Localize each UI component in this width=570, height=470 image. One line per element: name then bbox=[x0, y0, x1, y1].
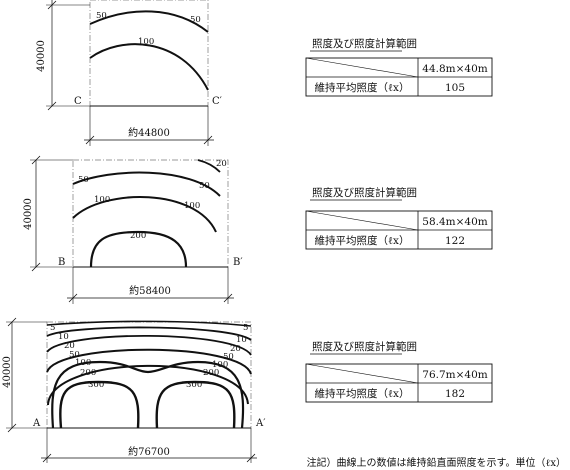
contour-100-a bbox=[47, 364, 249, 406]
panel-b: 40000 約58400 B B′ 20 50 50 100 100 200 bbox=[23, 155, 243, 304]
contour-label-a: 300 bbox=[186, 380, 202, 390]
average-value-a: 182 bbox=[445, 388, 465, 400]
contour-5-a bbox=[46, 320, 252, 327]
contour-label-a: 300 bbox=[88, 380, 104, 390]
point-c: C bbox=[74, 96, 82, 107]
contour-label-a: 200 bbox=[80, 368, 96, 378]
contour-label-b: 50 bbox=[78, 175, 89, 185]
contour-label-a: 5 bbox=[50, 323, 55, 333]
contour-label-a: 20 bbox=[64, 341, 75, 351]
contour-50-c bbox=[89, 10, 209, 33]
point-b: B bbox=[58, 257, 65, 268]
footnote: 注記）曲線上の数値は維持鉛直面照度を示す。単位（ℓx） bbox=[307, 456, 566, 469]
contour-20-b bbox=[197, 159, 221, 173]
table-title-b: 照度及び照度計算範囲 bbox=[312, 186, 417, 199]
illuminance-table-a: 照度及び照度計算範囲 76.7m×40m 維持平均照度（ℓx） 182 bbox=[305, 340, 493, 403]
contour-50-b bbox=[72, 171, 221, 197]
illuminance-table-c: 照度及び照度計算範囲 44.8m×40m 維持平均照度（ℓx） 105 bbox=[305, 37, 493, 97]
calc-area-b bbox=[72, 159, 229, 268]
contour-label-a: 100 bbox=[212, 360, 228, 370]
contour-100-c bbox=[89, 43, 209, 91]
contour-label-c: 50 bbox=[96, 11, 107, 21]
point-b-prime: B′ bbox=[233, 257, 243, 268]
contour-label-b: 200 bbox=[130, 231, 146, 241]
contour-300-left-a bbox=[59, 380, 140, 429]
point-c-prime: C′ bbox=[212, 96, 223, 107]
contour-20-a bbox=[46, 334, 252, 356]
contour-label-a: 20 bbox=[230, 344, 241, 354]
contour-label-c: 100 bbox=[138, 37, 154, 47]
contour-10-a bbox=[46, 326, 252, 341]
average-value-c: 105 bbox=[445, 82, 465, 94]
range-value-b: 58.4m×40m bbox=[422, 216, 487, 228]
contour-label-a: 200 bbox=[203, 368, 219, 378]
contour-label-a: 10 bbox=[58, 332, 69, 342]
width-dimension-b: 約58400 bbox=[129, 284, 171, 297]
average-value-b: 122 bbox=[445, 235, 465, 247]
range-value-c: 44.8m×40m bbox=[422, 63, 487, 75]
width-dimension-a: 約76700 bbox=[128, 445, 170, 458]
table-title-c: 照度及び照度計算範囲 bbox=[312, 37, 417, 50]
height-dimension-b: 40000 bbox=[23, 198, 34, 230]
contour-label-b: 100 bbox=[184, 201, 200, 211]
width-dimension-c: 約44800 bbox=[128, 126, 170, 139]
contour-50-a bbox=[46, 348, 252, 375]
contour-label-b: 50 bbox=[199, 181, 210, 191]
contour-200-b bbox=[89, 230, 188, 268]
table-title-a: 照度及び照度計算範囲 bbox=[312, 340, 417, 353]
contour-300-right-a bbox=[155, 380, 236, 429]
panel-a: 40000 約76700 A A′ 5 5 10 10 20 20 50 50 … bbox=[2, 317, 266, 463]
point-a: A bbox=[32, 418, 41, 429]
height-dimension-a: 40000 bbox=[2, 356, 13, 388]
height-dimension-c: 40000 bbox=[36, 40, 47, 72]
contour-label-b: 100 bbox=[94, 195, 110, 205]
range-value-a: 76.7m×40m bbox=[422, 369, 487, 381]
contour-100-b bbox=[72, 196, 217, 233]
illuminance-table-b: 照度及び照度計算範囲 58.4m×40m 維持平均照度（ℓx） 122 bbox=[305, 186, 493, 250]
contour-label-a: 5 bbox=[243, 323, 248, 333]
row-label-c: 維持平均照度（ℓx） bbox=[315, 81, 410, 94]
contour-label-b: 20 bbox=[216, 159, 227, 169]
contour-label-a: 50 bbox=[69, 350, 80, 360]
point-a-prime: A′ bbox=[255, 418, 266, 429]
calc-area-a bbox=[46, 321, 252, 429]
contour-label-a: 10 bbox=[236, 335, 247, 345]
contour-200-a bbox=[51, 360, 245, 429]
contour-label-c: 50 bbox=[190, 15, 201, 25]
contour-label-a: 50 bbox=[223, 352, 234, 362]
row-label-a: 維持平均照度（ℓx） bbox=[315, 387, 410, 400]
row-label-b: 維持平均照度（ℓx） bbox=[315, 234, 410, 247]
panel-c: 40000 約44800 C C′ 50 50 100 bbox=[36, 0, 223, 146]
contour-label-a: 100 bbox=[75, 358, 91, 368]
